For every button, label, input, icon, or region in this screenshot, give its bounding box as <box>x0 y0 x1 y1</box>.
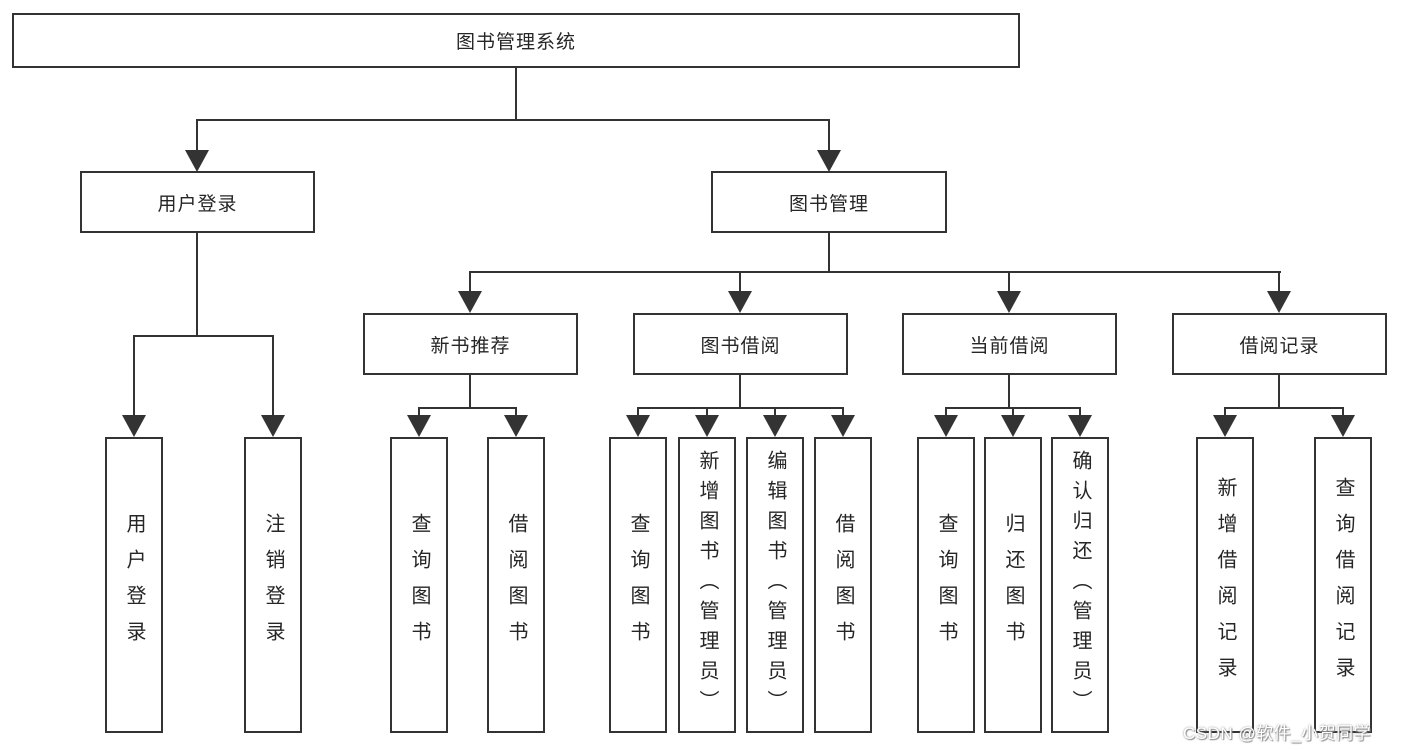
node-add-borrow-record: 新增借阅记录 <box>1196 437 1254 733</box>
csdn-watermark: CSDN @软件_小贺同学 <box>1183 724 1372 743</box>
arrowhead-down-icon <box>122 415 146 437</box>
connector-line <box>1224 407 1226 417</box>
node-borrowing-records: 借阅记录 <box>1172 313 1387 375</box>
node-query-books-current: 查询图书 <box>917 437 975 733</box>
node-book-management: 图书管理 <box>711 171 947 233</box>
connector-line <box>637 407 639 417</box>
node-label: 归还图书 <box>1002 513 1024 657</box>
connector-line <box>1278 375 1280 409</box>
node-label: 编辑图书（管理员） <box>764 450 786 720</box>
node-query-books-recommend: 查询图书 <box>390 437 448 733</box>
node-label: 借阅图书 <box>832 513 854 657</box>
arrowhead-down-icon <box>934 415 958 437</box>
node-label: 用户登录 <box>123 513 145 657</box>
connector-line <box>1008 375 1010 409</box>
node-book-borrowing: 图书借阅 <box>633 313 848 375</box>
connector-line <box>1224 407 1344 409</box>
arrowhead-down-icon <box>185 150 209 172</box>
node-add-books-admin: 新增图书（管理员） <box>678 437 736 733</box>
connector-line <box>828 233 830 273</box>
node-label: 查询图书 <box>935 513 957 657</box>
arrowhead-down-icon <box>1213 415 1237 437</box>
node-label: 图书管理系统 <box>455 32 576 53</box>
connector-line <box>1278 271 1280 295</box>
connector-line <box>196 119 830 121</box>
node-borrow-books-borrowing: 借阅图书 <box>814 437 872 733</box>
arrowhead-down-icon <box>1001 415 1025 437</box>
arrowhead-down-icon <box>763 415 787 437</box>
node-borrow-books-recommend: 借阅图书 <box>487 437 545 733</box>
node-logout: 注销登录 <box>244 437 302 733</box>
connector-line <box>945 407 947 417</box>
connector-line <box>739 271 741 295</box>
connector-line <box>469 271 1281 273</box>
connector-line <box>1012 407 1014 417</box>
node-return-books: 归还图书 <box>984 437 1042 733</box>
arrowhead-down-icon <box>407 415 431 437</box>
connector-line <box>842 407 844 417</box>
node-edit-books-admin: 编辑图书（管理员） <box>746 437 804 733</box>
node-library-management-system: 图书管理系统 <box>12 13 1020 68</box>
connector-line <box>196 119 198 153</box>
connector-line <box>272 335 274 417</box>
node-current-borrowing: 当前借阅 <box>902 313 1117 375</box>
arrowhead-down-icon <box>728 291 752 313</box>
connector-line <box>774 407 776 417</box>
node-confirm-return-admin: 确认归还（管理员） <box>1051 437 1109 733</box>
node-label: 当前借阅 <box>969 335 1050 357</box>
connector-line <box>637 407 844 409</box>
arrowhead-down-icon <box>831 415 855 437</box>
connector-line <box>828 119 830 153</box>
arrowhead-down-icon <box>695 415 719 437</box>
node-label: 用户登录 <box>157 193 238 215</box>
arrowhead-down-icon <box>504 415 528 437</box>
node-label: 确认归还（管理员） <box>1069 450 1091 720</box>
connector-line <box>739 375 741 409</box>
node-user-login-branch: 用户登录 <box>80 171 315 233</box>
arrowhead-down-icon <box>626 415 650 437</box>
connector-line <box>706 407 708 417</box>
node-label: 借阅记录 <box>1239 335 1320 357</box>
node-new-book-recommend: 新书推荐 <box>363 313 578 375</box>
arrowhead-down-icon <box>997 291 1021 313</box>
connector-line <box>1342 407 1344 417</box>
connector-line <box>469 375 471 409</box>
connector-line <box>515 68 517 121</box>
connector-line <box>133 335 274 337</box>
arrowhead-down-icon <box>261 415 285 437</box>
connector-line <box>1008 271 1010 295</box>
connector-line <box>515 407 517 417</box>
connector-line <box>1079 407 1081 417</box>
connector-line <box>418 407 517 409</box>
arrowhead-down-icon <box>1068 415 1092 437</box>
node-user-login: 用户登录 <box>105 437 163 733</box>
node-label: 查询图书 <box>627 513 649 657</box>
node-label: 新增借阅记录 <box>1214 477 1236 693</box>
connector-line <box>133 335 135 417</box>
node-label: 注销登录 <box>262 513 284 657</box>
arrowhead-down-icon <box>1331 415 1355 437</box>
node-label: 查询图书 <box>408 513 430 657</box>
node-label: 借阅图书 <box>505 513 527 657</box>
node-label: 新书推荐 <box>430 335 511 357</box>
node-label: 新增图书（管理员） <box>696 450 718 720</box>
node-label: 图书管理 <box>788 193 869 215</box>
node-query-borrow-record: 查询借阅记录 <box>1314 437 1372 733</box>
connector-line <box>469 271 471 295</box>
arrowhead-down-icon <box>1267 291 1291 313</box>
arrowhead-down-icon <box>458 291 482 313</box>
connector-line <box>418 407 420 417</box>
node-label: 图书借阅 <box>700 335 781 357</box>
connector-line <box>196 233 198 337</box>
arrowhead-down-icon <box>817 150 841 172</box>
node-label: 查询借阅记录 <box>1332 477 1354 693</box>
node-query-books-borrowing: 查询图书 <box>609 437 667 733</box>
